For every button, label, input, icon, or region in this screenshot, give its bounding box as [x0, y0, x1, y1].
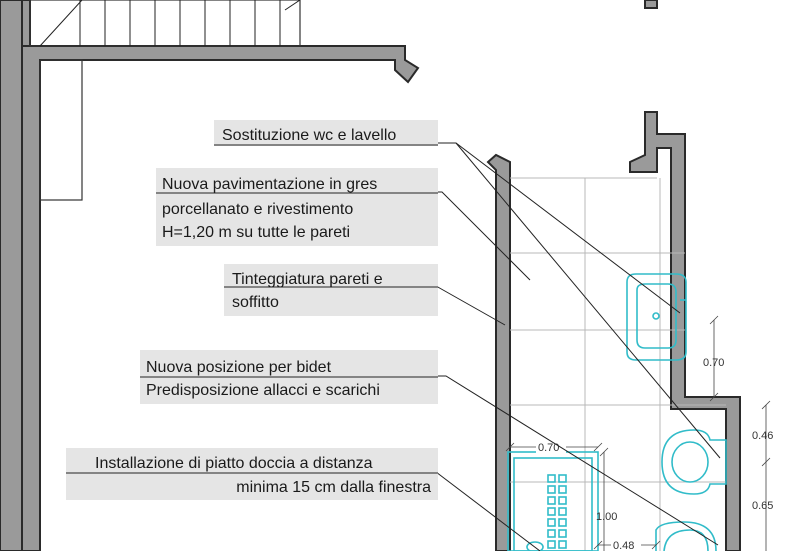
- leader-to-floor: [436, 191, 531, 281]
- dim-shower-depth: 1.00: [596, 511, 617, 523]
- bathroom-left-wall: [486, 153, 511, 551]
- shower-perforation: [558, 485, 567, 494]
- note-2-line-3: H=1,20 m su tutte le pareti: [162, 224, 350, 241]
- tile-grid: [510, 177, 726, 551]
- dim-sink-height: 0.70: [703, 357, 724, 369]
- leader-to-wall: [435, 285, 506, 326]
- upper-partition-wall: [21, 45, 420, 551]
- note-2-line-2: porcellanato e rivestimento: [162, 201, 353, 218]
- leader-lines: [435, 142, 721, 551]
- dim-right-lower: 0.65: [752, 500, 773, 512]
- shower-perforation: [558, 474, 567, 483]
- note-3-line-1: Tinteggiatura pareti e: [232, 271, 383, 288]
- top-wall-stub: [644, 0, 658, 9]
- leader-to-shower: [435, 471, 541, 551]
- bathroom-right-wall: [629, 111, 741, 551]
- stair-outline: [29, 0, 301, 47]
- dim-shower-width: 0.70: [538, 442, 559, 454]
- note-2-line-1: Nuova pavimentazione in gres: [162, 176, 377, 193]
- note-box-3: [224, 264, 438, 316]
- note-5-line-1: Installazione di piatto doccia a distanz…: [95, 455, 373, 472]
- note-3-line-2: soffitto: [232, 294, 279, 311]
- note-4-line-2: Predisposizione allacci e scarichi: [146, 382, 380, 399]
- note-box-5: [66, 448, 438, 500]
- shower-perforation: [547, 529, 556, 538]
- stair-side-wall: [21, 0, 31, 47]
- dimension-lines: 0.70 0.46 0.65 0.70 1.00 0.48: [505, 315, 773, 551]
- shower-perforation: [547, 540, 556, 549]
- shower-perforation: [547, 496, 556, 505]
- note-box-1: [214, 120, 438, 146]
- bidet-fixture: [655, 521, 717, 551]
- note-5-line-2: minima 15 cm dalla finestra: [236, 479, 431, 496]
- shower-perforation: [558, 540, 567, 549]
- staircase: [29, 0, 301, 201]
- left-exterior-wall: [0, 0, 23, 551]
- leader-to-bidet: [436, 375, 719, 546]
- note-4-line-1: Nuova posizione per bidet: [146, 359, 332, 376]
- shower-perforation: [547, 507, 556, 516]
- shower-perforation: [547, 485, 556, 494]
- stair-direction-line: [39, 0, 83, 47]
- wc-fixture: [661, 429, 727, 495]
- shower-perforation: [558, 496, 567, 505]
- dim-bidet-gap: 0.48: [613, 540, 634, 551]
- annotation-notes: Sostituzione wc e lavello Nuova paviment…: [66, 120, 438, 500]
- shower-perforation: [547, 518, 556, 527]
- stair-landing: [39, 59, 83, 201]
- leader-to-wc: [455, 142, 721, 459]
- stair-break-line: [284, 0, 301, 11]
- note-box-2: [156, 168, 438, 246]
- shower-perforation: [558, 529, 567, 538]
- dim-right-upper: 0.46: [752, 430, 773, 442]
- note-1-line-1: Sostituzione wc e lavello: [222, 127, 396, 144]
- shower-perforation: [558, 518, 567, 527]
- shower-perforation: [558, 507, 567, 516]
- shower-perforation: [547, 474, 556, 483]
